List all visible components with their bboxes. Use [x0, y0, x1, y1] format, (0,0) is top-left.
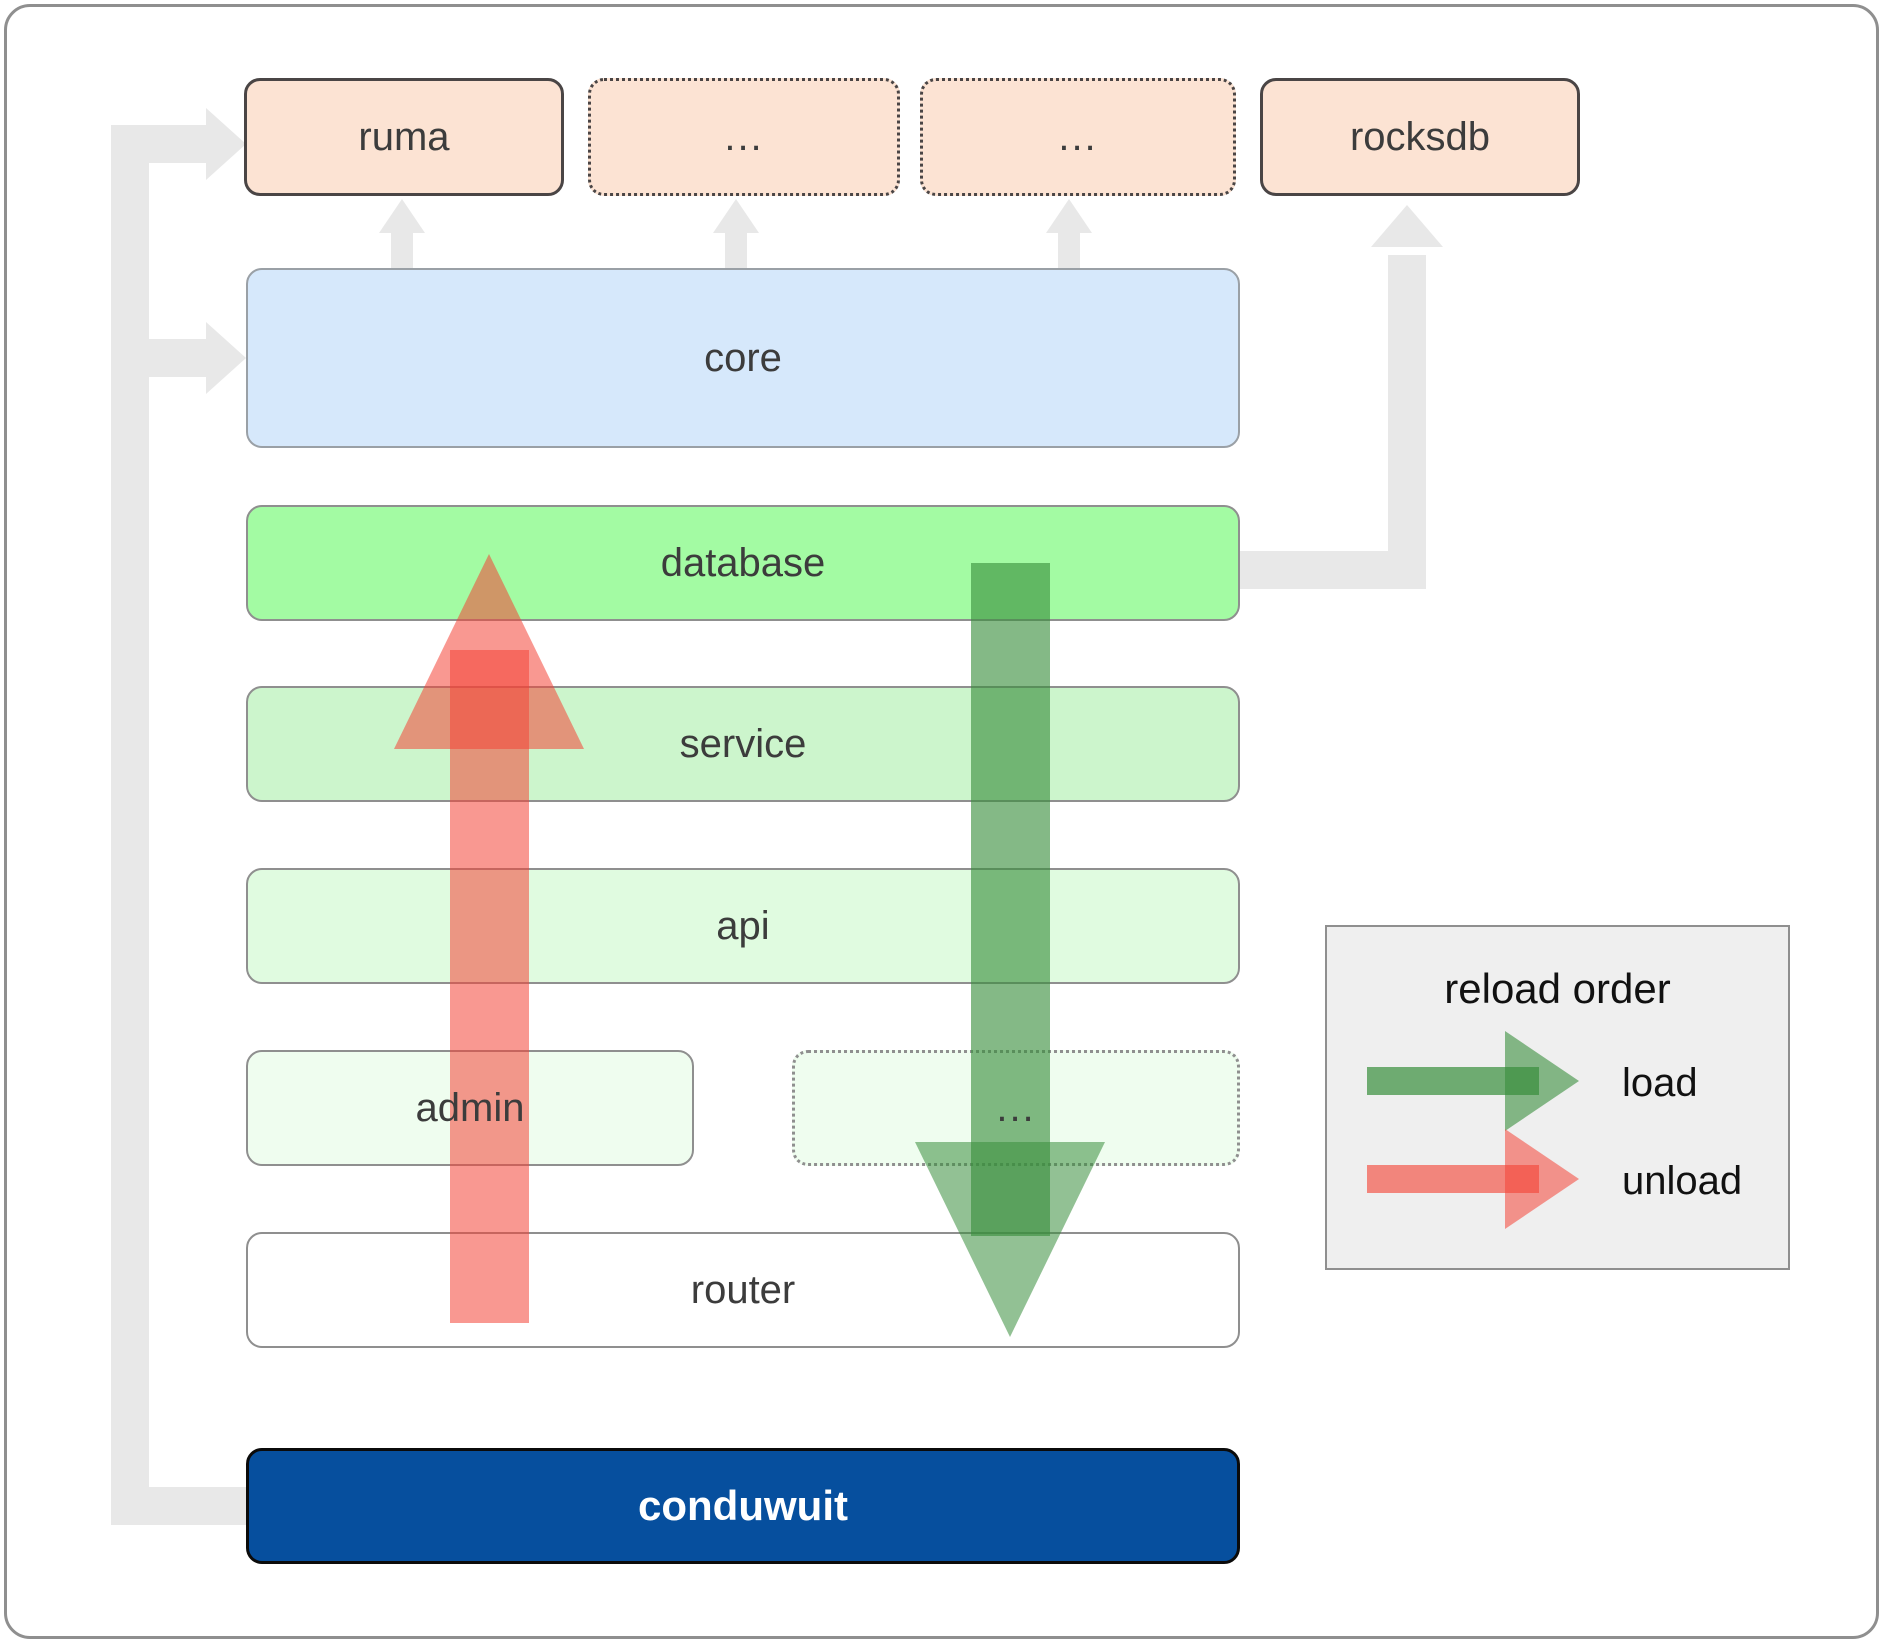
connector-branch-ruma-stem	[149, 125, 215, 163]
connector-left-bottom-leg	[111, 1487, 246, 1525]
core-label: core	[704, 336, 782, 380]
legend-panel: reload order load unload	[1325, 925, 1790, 1270]
dependency-label-2: ...	[724, 115, 764, 159]
connector-core-to-dep3-stem	[1058, 230, 1080, 268]
diagram-frame	[4, 4, 1879, 1639]
legend-load-label: load	[1622, 1061, 1698, 1105]
binary-label-conduwuit: conduwuit	[638, 1482, 848, 1529]
connector-core-to-dep2-arrowhead	[713, 199, 759, 233]
connector-db-to-rocksdb-vertical	[1388, 255, 1426, 589]
dependency-label-ruma: ruma	[358, 115, 450, 159]
connector-left-trunk	[111, 125, 149, 1525]
dependency-label-3: ...	[1058, 115, 1098, 159]
layer-box-api[interactable]: api	[246, 868, 1240, 984]
legend-load-arrow-head	[1505, 1031, 1579, 1131]
load-arrow-tail	[971, 563, 1050, 1236]
legend-entry-unload: unload	[1327, 927, 1788, 1268]
connector-core-to-dep3-arrowhead	[1046, 199, 1092, 233]
layer-label-api: api	[716, 904, 770, 948]
connector-branch-ruma-arrowhead	[206, 108, 246, 180]
dependency-box-3[interactable]: ...	[920, 78, 1236, 196]
unload-arrow-tail	[450, 650, 529, 1323]
legend-entry-load: load	[1327, 927, 1788, 1268]
connector-db-to-rocksdb-arrowhead	[1371, 205, 1443, 247]
core-box[interactable]: core	[246, 268, 1240, 448]
dependency-box-2[interactable]: ...	[588, 78, 900, 196]
legend-title: reload order	[1444, 965, 1671, 1012]
dependency-label-rocksdb: rocksdb	[1349, 115, 1491, 159]
dependency-box-rocksdb[interactable]: rocksdb	[1260, 78, 1580, 196]
layer-label-admin: admin	[415, 1086, 525, 1130]
layer-label-service: service	[679, 722, 807, 766]
connector-branch-core-arrowhead	[206, 322, 246, 394]
connector-core-to-ruma-arrowhead	[379, 199, 425, 233]
connector-branch-core-stem	[149, 339, 215, 377]
binary-box-conduwuit[interactable]: conduwuit	[246, 1448, 1240, 1564]
legend-unload-arrow-head	[1505, 1129, 1579, 1229]
layer-label-router: router	[690, 1268, 796, 1312]
connector-core-to-dep2-stem	[725, 230, 747, 268]
dependency-box-ruma[interactable]: ruma	[244, 78, 564, 196]
connector-core-to-ruma-stem	[391, 230, 413, 268]
legend-unload-label: unload	[1622, 1159, 1743, 1203]
layer-label-database: database	[660, 541, 826, 585]
layer-label-dots: ...	[996, 1086, 1036, 1130]
